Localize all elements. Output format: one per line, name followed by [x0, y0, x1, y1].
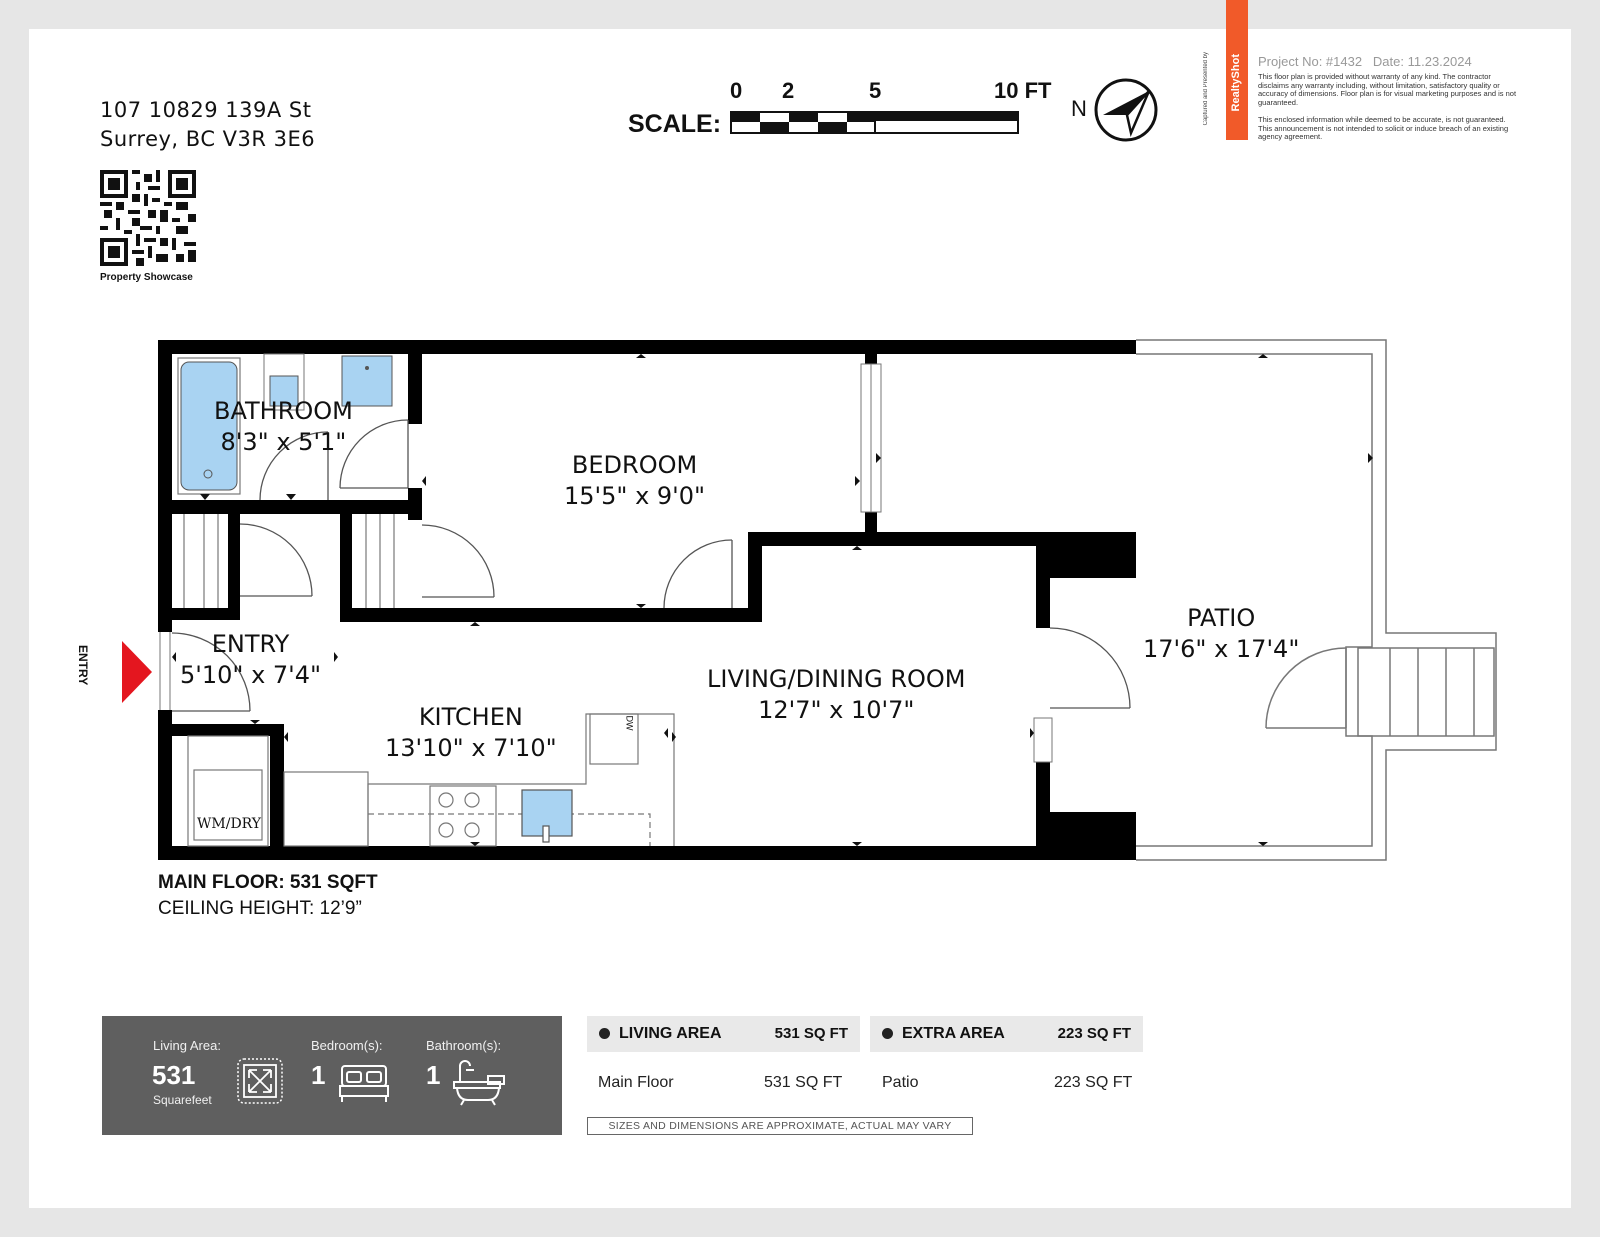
expand-area-icon	[237, 1058, 283, 1104]
disclaimer-1: This floor plan is provided without warr…	[1258, 72, 1517, 107]
patio-row-name: Patio	[882, 1074, 919, 1091]
address-line-1: 107 10829 139A St	[100, 98, 312, 122]
patio-row-value: 223 SQ FT	[1054, 1074, 1133, 1091]
room-patio: PATIO 17'6" x 17'4"	[1143, 603, 1299, 665]
room-bathroom-name: BATHROOM	[214, 397, 353, 425]
room-bedroom-size: 15'5" x 9'0"	[564, 482, 706, 510]
scale-label: SCALE:	[628, 110, 722, 138]
qr-caption: Property Showcase	[100, 272, 193, 283]
living-area-header: LIVING AREA 531 SQ FT	[587, 1016, 860, 1052]
project-info: Project No: #1432 Date: 11.23.2024	[1258, 54, 1472, 69]
address-line-2: Surrey, BC V3R 3E6	[100, 127, 316, 151]
room-bedroom-name: BEDROOM	[571, 451, 698, 479]
dishwasher-label: DW	[624, 715, 635, 731]
bed-icon	[339, 1065, 389, 1102]
living-area-title: LIVING AREA	[619, 1025, 722, 1042]
walls	[158, 340, 1136, 860]
patio-outline	[1136, 339, 1497, 861]
room-entry-name: ENTRY	[211, 630, 290, 658]
bathrooms-value: 1	[426, 1060, 441, 1090]
bathtub-icon	[453, 1060, 505, 1106]
ceiling-height: CEILING HEIGHT: 12’9”	[158, 898, 362, 919]
extra-area-header: EXTRA AREA 223 SQ FT	[870, 1016, 1143, 1052]
bathrooms-label: Bathroom(s):	[426, 1038, 502, 1053]
bedrooms-value: 1	[311, 1060, 326, 1090]
compass-icon	[1094, 78, 1158, 142]
brand-bar	[1226, 0, 1248, 140]
scale-bar	[730, 111, 1019, 134]
bathroom-fixtures	[177, 353, 393, 495]
room-bathroom-size: 8'3" x 5'1"	[220, 428, 347, 456]
project-date: Date: 11.23.2024	[1372, 54, 1472, 69]
living-area-bullet-icon	[599, 1028, 610, 1039]
room-bedroom: BEDROOM 15'5" x 9'0"	[564, 450, 705, 512]
scale-mark-0: 0	[730, 78, 743, 103]
entry-marker-label: ENTRY	[76, 645, 90, 686]
extra-area-title: EXTRA AREA	[902, 1025, 1005, 1042]
room-kitchen-name: KITCHEN	[418, 703, 523, 731]
room-living-dining-size: 12'7" x 10'7"	[758, 696, 915, 724]
extra-area-total: 223 SQ FT	[1057, 1025, 1131, 1042]
property-address: 107 10829 139A St Surrey, BC V3R 3E6	[100, 96, 315, 154]
closets	[183, 514, 395, 847]
stats-panel: Living Area: 531 Squarefeet Bedroom(s): …	[102, 1016, 562, 1135]
room-living-dining: LIVING/DINING ROOM 12'7" x 10'7"	[707, 664, 966, 726]
living-area-unit: Squarefeet	[153, 1093, 212, 1107]
north-label: N	[1071, 96, 1087, 121]
living-area-total: 531 SQ FT	[774, 1025, 848, 1042]
extra-area-bullet-icon	[882, 1028, 893, 1039]
approximate-note: SIZES AND DIMENSIONS ARE APPROXIMATE, AC…	[587, 1117, 973, 1135]
scale-mark-2: 2	[782, 78, 795, 103]
main-floor-row-name: Main Floor	[598, 1074, 674, 1091]
project-number: Project No: #1432	[1258, 54, 1363, 69]
living-area-value: 531	[152, 1060, 196, 1090]
main-floor-area: MAIN FLOOR: 531 SQFT	[158, 872, 378, 893]
floor-summary: MAIN FLOOR: 531 SQFT CEILING HEIGHT: 12’…	[158, 870, 378, 922]
bedrooms-label: Bedroom(s):	[311, 1038, 383, 1053]
door-swings	[171, 419, 1131, 712]
room-patio-name: PATIO	[1187, 604, 1256, 632]
entry-arrow-icon	[122, 641, 152, 703]
main-floor-row-value: 531 SQ FT	[764, 1074, 843, 1091]
room-kitchen-size: 13'10" x 7'10"	[385, 734, 557, 762]
washer-dryer-label: WM/DRY	[197, 816, 262, 832]
living-area-label: Living Area:	[153, 1038, 221, 1053]
room-entry-size: 5'10" x 7'4"	[180, 661, 322, 689]
room-bathroom: BATHROOM 8'3" x 5'1"	[214, 396, 353, 458]
scale-mark-5: 5	[869, 78, 882, 103]
disclaimer-2: This enclosed information while deemed t…	[1258, 115, 1509, 141]
room-living-dining-name: LIVING/DINING ROOM	[707, 665, 966, 693]
qr-code-icon[interactable]	[100, 170, 196, 266]
room-entry: ENTRY 5'10" x 7'4"	[180, 629, 321, 691]
floor-plan-sheet	[29, 29, 1571, 1208]
measure-ticks	[172, 354, 1373, 846]
room-patio-size: 17'6" x 17'4"	[1143, 635, 1300, 663]
scale-mark-10: 10 FT	[994, 78, 1052, 103]
room-kitchen: KITCHEN 13'10" x 7'10"	[385, 702, 557, 764]
